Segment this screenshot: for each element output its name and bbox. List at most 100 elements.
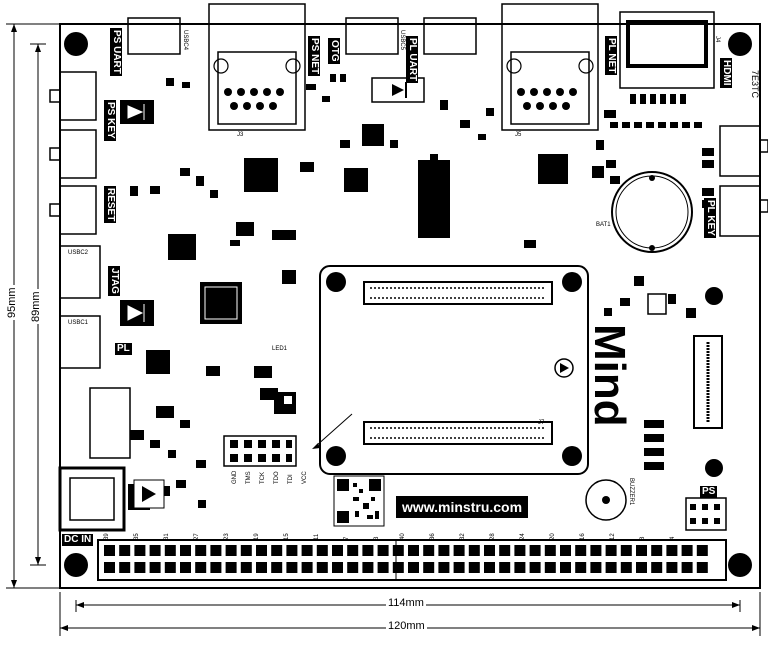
header-pin xyxy=(377,562,389,573)
header-pin xyxy=(134,562,146,573)
connector-label: USBC5 xyxy=(399,30,405,51)
header-pin xyxy=(134,545,146,556)
header-pin xyxy=(180,545,191,556)
header-pin xyxy=(240,545,252,556)
label-otg: OTG xyxy=(328,38,340,64)
header-pin xyxy=(362,562,374,573)
mounting-hole xyxy=(728,553,752,577)
header-pin-number: 35 xyxy=(134,533,140,540)
header-pin xyxy=(499,545,511,556)
header-pin xyxy=(316,562,328,573)
header-pin-number: 28 xyxy=(490,533,496,540)
header-pin xyxy=(468,562,480,573)
mounting-hole xyxy=(705,287,723,305)
header-pin-number: 27 xyxy=(194,533,200,540)
brand-logo: Mind xyxy=(585,324,634,427)
label-ps: PS xyxy=(700,486,718,498)
dip-switch xyxy=(418,160,450,238)
header-pin-number: 31 xyxy=(164,533,170,540)
header-pin xyxy=(286,562,298,573)
header-pin xyxy=(180,562,191,573)
connector-label: LED1 xyxy=(272,346,288,352)
header-pin xyxy=(408,562,419,573)
header-pin-number: 12 xyxy=(610,533,616,540)
header-pin xyxy=(286,545,298,556)
header-pin xyxy=(119,562,131,573)
header-pin xyxy=(392,545,404,556)
header-pin-number: 32 xyxy=(460,533,466,540)
mounting-hole xyxy=(705,459,723,477)
header-pin xyxy=(681,562,693,573)
header-pin xyxy=(620,562,632,573)
gpio-header xyxy=(97,539,727,581)
header-pin-number: 11 xyxy=(314,533,320,540)
header-pin xyxy=(514,562,526,573)
label-pl-key: PL KEY xyxy=(704,198,716,238)
connector-label: J3 xyxy=(237,132,244,138)
core-module xyxy=(319,265,589,475)
jtag-pin-label: VCC xyxy=(302,471,308,484)
header-pin xyxy=(423,562,435,573)
header-pin xyxy=(575,562,587,573)
header-pin xyxy=(560,562,571,573)
right-switches xyxy=(719,125,768,237)
header-pin xyxy=(316,545,328,556)
header-pin xyxy=(651,545,663,556)
header-pin xyxy=(423,545,435,556)
header-pin xyxy=(164,562,176,573)
header-pin xyxy=(332,562,343,573)
header-pin xyxy=(620,545,632,556)
header-pin xyxy=(666,562,678,573)
header-pin-number: 19 xyxy=(254,533,260,540)
label-pl: PL xyxy=(115,343,132,355)
header-pin xyxy=(301,562,313,573)
mounting-hole xyxy=(64,32,88,56)
connector-label: USBC2 xyxy=(68,250,89,256)
header-pin xyxy=(149,562,161,573)
dimension-height-inner: 89mm xyxy=(30,289,42,324)
header-pin xyxy=(164,545,176,556)
label-ps-net: PS NET xyxy=(308,36,320,77)
header-pin xyxy=(332,545,343,556)
header-pin-number: 40 xyxy=(400,533,406,540)
header-pin xyxy=(195,562,207,573)
label-ps-uart: PS UART xyxy=(110,28,122,76)
fpc-connector xyxy=(693,335,723,429)
header-pin xyxy=(225,562,237,573)
header-pin-number: 7 xyxy=(344,536,350,540)
header-pin xyxy=(271,562,283,573)
connector-label: USBC1 xyxy=(68,320,89,326)
header-pin-number: 20 xyxy=(550,533,556,540)
header-pin xyxy=(499,562,511,573)
board-to-board-connectors xyxy=(363,281,553,445)
header-pin xyxy=(408,545,419,556)
jtag-pin-label: TMS xyxy=(246,471,252,484)
header-pin xyxy=(636,562,647,573)
label-hdmi: HDMI xyxy=(720,58,732,88)
header-pin xyxy=(104,545,115,556)
header-pin-number: 15 xyxy=(284,533,290,540)
connector-label: J4 xyxy=(714,36,720,43)
header-pin xyxy=(696,545,708,556)
header-pin xyxy=(377,545,389,556)
dimension-height-outer: 95mm xyxy=(6,285,18,320)
header-pin xyxy=(347,545,359,556)
header-pin-number: 24 xyxy=(520,533,526,540)
header-pin xyxy=(666,545,678,556)
connector-label: BAT1 xyxy=(596,222,611,228)
header-pin xyxy=(544,562,556,573)
header-pin-number: 3 xyxy=(374,536,380,540)
dimension-width-outer: 120mm xyxy=(386,620,427,632)
header-pin xyxy=(362,545,374,556)
header-pin xyxy=(468,545,480,556)
connector-label: J5 xyxy=(515,132,522,138)
header-pin xyxy=(119,545,131,556)
rj45-pins xyxy=(224,88,577,110)
top-connectors xyxy=(127,3,715,131)
battery-holder xyxy=(611,171,693,253)
header-pin-number: 23 xyxy=(224,533,230,540)
header-pin xyxy=(605,562,617,573)
header-pin-number: 8 xyxy=(640,536,646,540)
header-pin xyxy=(696,562,708,573)
